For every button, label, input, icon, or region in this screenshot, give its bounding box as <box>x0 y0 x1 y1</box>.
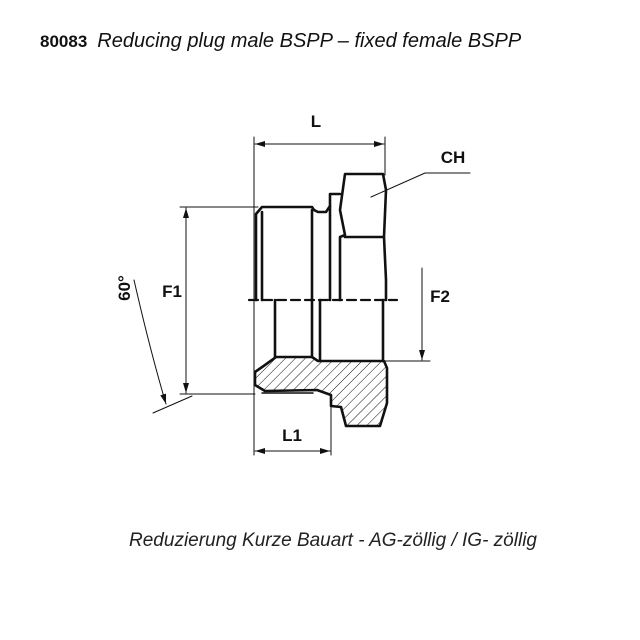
caption: Reduzierung Kurze Bauart - AG-zöllig / I… <box>129 530 537 551</box>
hatched-section <box>253 355 389 428</box>
label-F2: F2 <box>430 287 450 306</box>
product-name: Reducing plug male BSPP – fixed female B… <box>97 30 522 52</box>
dimension-lines <box>133 141 471 454</box>
product-code: 80083 <box>40 32 88 51</box>
label-CH: CH <box>441 148 466 167</box>
part-outline <box>254 172 388 363</box>
label-F1: F1 <box>162 282 182 301</box>
label-L: L <box>311 112 321 131</box>
angle-arc <box>133 279 167 405</box>
label-L1: L1 <box>282 426 302 445</box>
drawing-title: 80083 Reducing plug male BSPP – fixed fem… <box>40 30 521 53</box>
hex-body <box>338 172 388 302</box>
extension-lines <box>179 136 431 456</box>
angle-line <box>152 395 193 414</box>
label-angle: 60° <box>115 275 134 301</box>
leader-CH <box>370 172 471 198</box>
male-thread <box>254 204 332 302</box>
